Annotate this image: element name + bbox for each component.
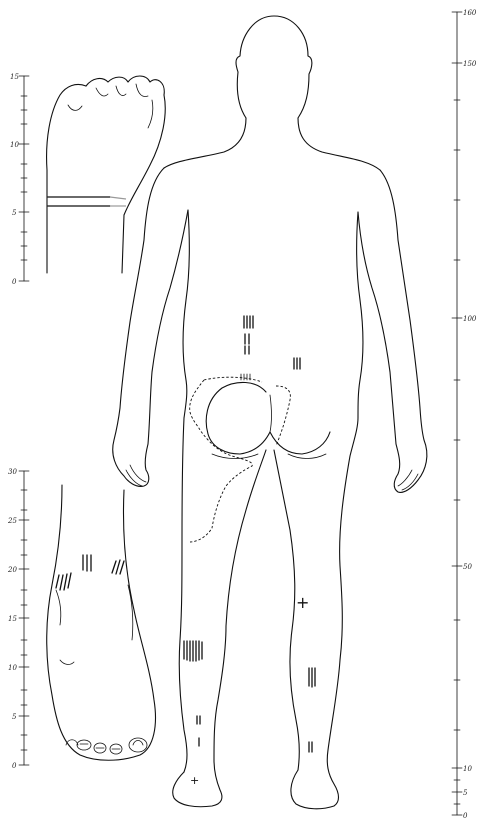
dashed-affected-region	[190, 377, 291, 542]
body-tick-100: 100	[463, 315, 477, 323]
plus-marker-right-thigh: +	[296, 593, 309, 612]
body-scale: 160 150 100 50 10 5 0	[452, 9, 477, 820]
foot-tick-20: 20	[7, 566, 17, 574]
foot-tally-marks	[56, 555, 124, 590]
left-hand	[113, 440, 149, 486]
neck-right	[298, 118, 380, 170]
left-leg-outer	[179, 418, 187, 772]
hand-scale: 15 10 5 0	[10, 73, 29, 286]
hand-tick-0: 0	[12, 278, 17, 286]
foot-tick-0: 0	[12, 762, 17, 770]
foot-dorsal-sketch	[47, 485, 156, 760]
foot-tick-5: 5	[12, 713, 17, 721]
body-tick-5: 5	[463, 789, 468, 797]
hand-tick-10: 10	[10, 141, 19, 149]
wrist-band-marks	[48, 197, 126, 206]
hand-dorsal-sketch	[47, 76, 166, 273]
body-tick-0: 0	[463, 812, 468, 820]
hand-tick-15: 15	[10, 73, 19, 81]
right-arm-inner	[358, 212, 396, 444]
left-arm-inner	[148, 210, 188, 444]
foot-tick-10: 10	[8, 664, 17, 672]
body-tick-160: 160	[463, 9, 477, 17]
buttocks	[206, 382, 330, 454]
right-foot	[291, 750, 339, 809]
foot-tick-30: 30	[8, 468, 17, 476]
body-tally-marks	[184, 316, 315, 752]
body-tick-150: 150	[463, 60, 477, 68]
neck-left	[164, 118, 246, 168]
body-figure-posterior	[113, 16, 427, 809]
foot-scale: 30 25 20 15 10 5 0	[7, 468, 29, 770]
body-tick-50: 50	[463, 563, 472, 571]
left-arm-outer	[114, 168, 164, 440]
foot-tick-25: 25	[7, 517, 17, 525]
hand-tick-5: 5	[12, 209, 17, 217]
right-leg-outer	[328, 418, 358, 750]
head	[236, 16, 312, 118]
left-leg-inner	[214, 450, 266, 760]
torso-left	[183, 210, 189, 418]
plus-marker-left-heel: +	[190, 774, 199, 787]
right-arm-outer	[380, 170, 424, 440]
foot-tick-15: 15	[8, 615, 17, 623]
body-tick-10: 10	[463, 765, 472, 773]
